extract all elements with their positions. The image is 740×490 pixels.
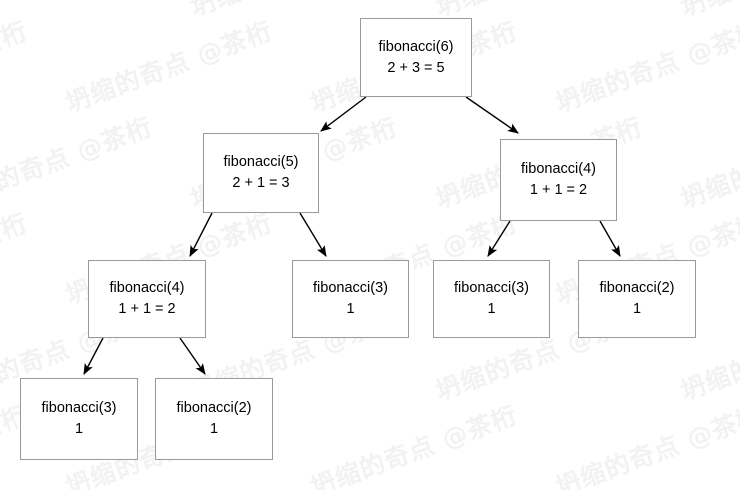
tree-edge (189, 212, 213, 257)
node-value: 1 (74, 421, 84, 437)
tree-edge (179, 337, 206, 375)
watermark-text: 坍缩的奇点 @茶桁 (676, 112, 740, 214)
tree-edge (83, 337, 104, 375)
node-value: 2 + 1 = 3 (232, 175, 290, 191)
tree-edge (599, 220, 621, 257)
tree-edge (465, 96, 519, 134)
watermark-text: 坍缩的奇点 @茶桁 (675, 0, 740, 24)
tree-node[interactable]: fibonacci(4) 1 + 1 = 2 (500, 139, 617, 221)
watermark-text: 坍缩的奇点 @茶桁 (551, 400, 740, 490)
tree-node[interactable]: fibonacci(3) 1 (292, 260, 409, 338)
tree-edge (320, 96, 367, 132)
node-value: 1 + 1 = 2 (118, 301, 176, 317)
watermark-text: 坍缩的奇点 @茶桁 (0, 16, 32, 118)
tree-edge (299, 212, 327, 257)
node-label: fibonacci(2) (599, 280, 675, 297)
watermark-text: 坍缩的奇点 @茶桁 (0, 0, 157, 24)
node-label: fibonacci(4) (109, 280, 185, 297)
tree-node[interactable]: fibonacci(5) 2 + 1 = 3 (203, 133, 319, 213)
watermark-text: 坍缩的奇点 @茶桁 (61, 16, 277, 118)
tree-edge (487, 220, 511, 257)
node-label: fibonacci(5) (223, 154, 299, 171)
node-label: fibonacci(3) (41, 400, 117, 417)
tree-node[interactable]: fibonacci(4) 1 + 1 = 2 (88, 260, 206, 338)
node-value: 1 (209, 421, 219, 437)
node-value: 1 (632, 301, 642, 317)
node-label: fibonacci(4) (521, 161, 596, 178)
node-label: fibonacci(3) (454, 280, 529, 297)
watermark-text: 坍缩的奇点 @茶桁 (0, 112, 157, 214)
tree-node[interactable]: fibonacci(3) 1 (433, 260, 550, 338)
watermark-text: 坍缩的奇点 @茶桁 (306, 400, 522, 490)
node-value: 1 (487, 301, 496, 317)
tree-node[interactable]: fibonacci(3) 1 (20, 378, 138, 460)
tree-node[interactable]: fibonacci(6) 2 + 3 = 5 (360, 18, 472, 97)
node-value: 1 + 1 = 2 (529, 182, 588, 198)
watermark-text: 坍缩的奇点 @茶桁 (0, 208, 32, 310)
node-label: fibonacci(3) (313, 280, 388, 297)
tree-node[interactable]: fibonacci(2) 1 (578, 260, 696, 338)
node-value: 2 + 3 = 5 (387, 59, 445, 76)
node-label: fibonacci(2) (176, 400, 252, 417)
watermark-text: 坍缩的奇点 @茶桁 (551, 16, 740, 118)
node-value: 1 (346, 301, 355, 317)
node-label: fibonacci(6) (378, 38, 454, 55)
tree-node[interactable]: fibonacci(2) 1 (155, 378, 273, 460)
